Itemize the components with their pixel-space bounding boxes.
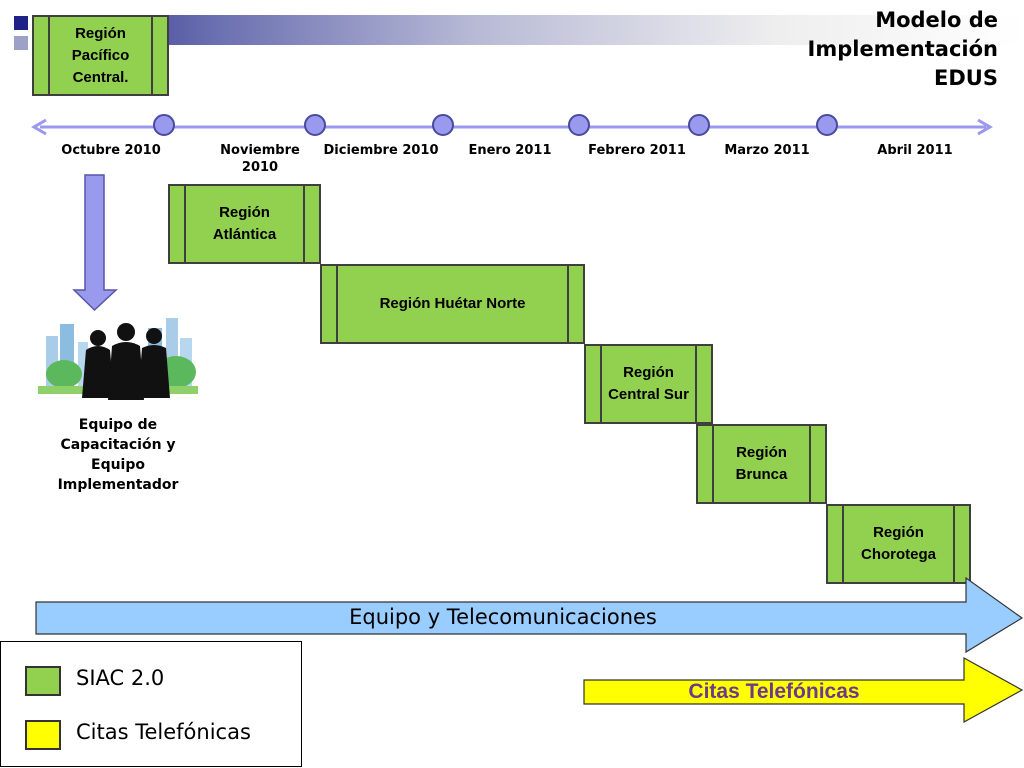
- legend-label-siac: SIAC 2.0: [76, 666, 165, 690]
- month-label: Noviembre 2010: [220, 143, 300, 175]
- timeline-marker: [153, 114, 175, 136]
- region-label-pacifico-central: Región Pacífico Central.: [71, 24, 130, 86]
- legend-swatch-citas: [25, 720, 61, 750]
- team-label: Equipo de Capacitación y Equipo Implemen…: [57, 417, 179, 493]
- region-label-chorotega: Región Chorotega: [861, 524, 936, 563]
- month-label: Febrero 2011: [588, 143, 686, 158]
- region-label-atlantica: Región Atlántica: [212, 204, 277, 243]
- down-arrow: [72, 174, 118, 312]
- legend-label-citas: Citas Telefónicas: [76, 720, 251, 744]
- region-box-huetar-norte: Región Huétar Norte: [320, 264, 585, 344]
- region-label-brunca: Región Brunca: [735, 444, 788, 483]
- equipo-telecom-arrow: [35, 576, 1024, 654]
- month-label: Diciembre 2010: [323, 143, 439, 158]
- month-label: Enero 2011: [468, 143, 552, 158]
- region-box-brunca: Región Brunca: [696, 424, 827, 504]
- citas-telefonicas-arrow: [583, 656, 1024, 724]
- header-gradient-bar: [36, 15, 1024, 45]
- header-square-dark: [14, 16, 28, 30]
- citas-telefonicas-label: Citas Telefónicas: [688, 680, 860, 703]
- region-label-central-sur: Región Central Sur: [608, 364, 689, 403]
- timeline-marker: [432, 114, 454, 136]
- region-box-central-sur: Región Central Sur: [584, 344, 713, 424]
- region-label-huetar-norte: Región Huétar Norte: [379, 295, 526, 312]
- legend: SIAC 2.0 Citas Telefónicas: [0, 641, 302, 767]
- team-silhouette-image: [38, 314, 198, 400]
- timeline-marker: [304, 114, 326, 136]
- legend-swatch-siac: [25, 666, 61, 696]
- month-label: Abril 2011: [877, 143, 953, 158]
- equipo-telecom-label: Equipo y Telecomunicaciones: [349, 605, 657, 629]
- month-label: Octubre 2010: [61, 143, 161, 158]
- region-box-pacifico-central: Región Pacífico Central.: [32, 15, 169, 96]
- region-box-atlantica: Región Atlántica: [168, 184, 321, 264]
- page-title: Modelo de Implementación EDUS: [807, 8, 998, 90]
- timeline-marker: [568, 114, 590, 136]
- header-square-light: [14, 36, 28, 50]
- timeline-marker: [816, 114, 838, 136]
- timeline-marker: [688, 114, 710, 136]
- month-label: Marzo 2011: [724, 143, 810, 158]
- region-box-chorotega: Región Chorotega: [826, 504, 971, 584]
